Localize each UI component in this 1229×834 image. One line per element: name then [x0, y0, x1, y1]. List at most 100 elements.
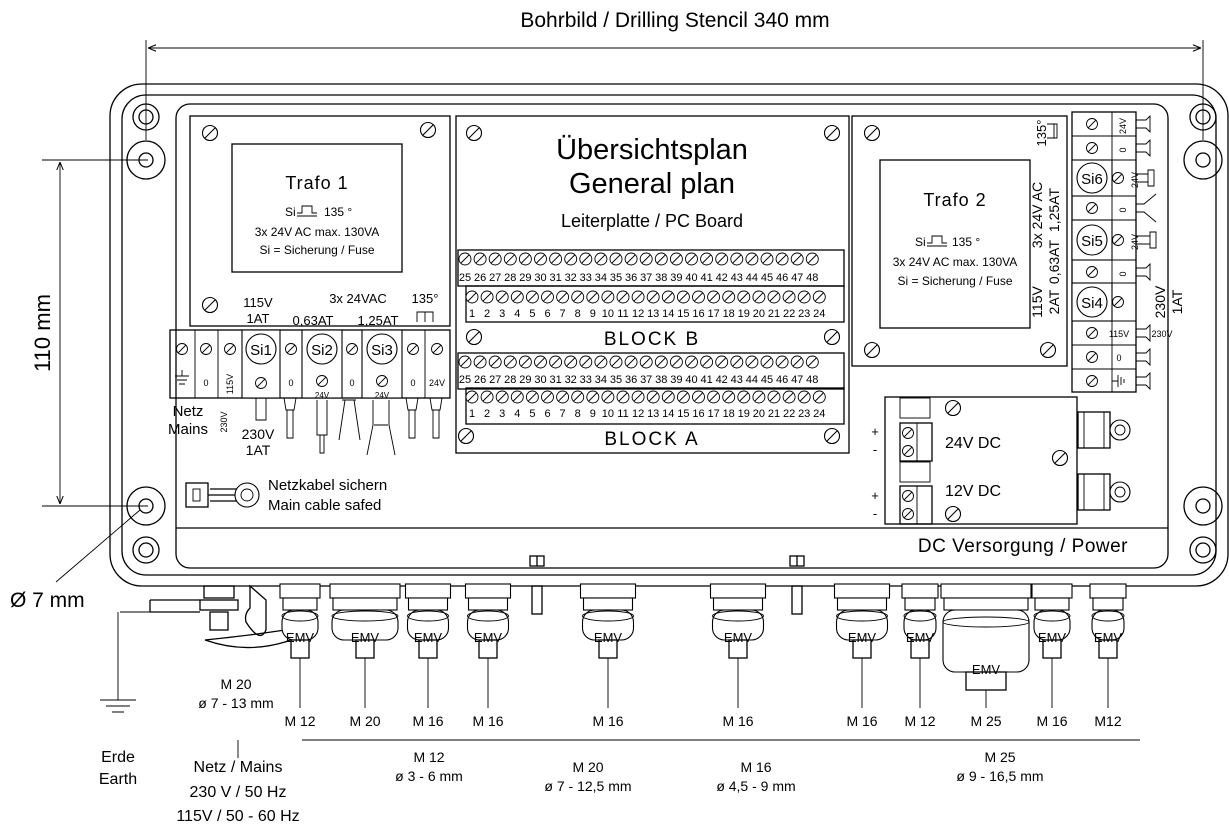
terminal-screw-icon — [624, 252, 638, 266]
dc-module-24v — [899, 397, 933, 462]
terminal-screw-icon — [707, 390, 721, 404]
terminal-number: 25 — [459, 272, 471, 284]
terminal-screw-icon — [586, 290, 600, 304]
screw-icon — [201, 296, 219, 314]
terminal-screw-icon — [556, 390, 570, 404]
enclosure-outer — [109, 83, 1229, 587]
terminal-number: 9 — [590, 308, 596, 320]
terminal-label-0: 0 — [410, 378, 415, 388]
fuse-label-si3: Si3 — [371, 342, 393, 359]
legend-earth: Earth — [99, 771, 137, 788]
terminal-number: 5 — [529, 408, 535, 420]
pcb-subtitle: Leiterplatte / PC Board — [561, 211, 743, 231]
dc-label-12v: 12V DC — [945, 483, 1001, 500]
earth-ground-icon — [100, 699, 136, 713]
terminal-number: 13 — [647, 408, 659, 420]
terminal-number: 47 — [791, 272, 803, 284]
fuse-si6 — [1071, 159, 1113, 197]
mains-gland-range: ø 7 - 13 mm — [198, 695, 273, 711]
emv-label: EMV — [906, 630, 935, 645]
terminal-screw-icon — [676, 390, 690, 404]
terminal-screw-icon — [601, 390, 615, 404]
gland-size-label: M12 — [1094, 713, 1121, 729]
trafo1-rating: 3x 24V AC max. 130VA — [255, 225, 380, 239]
terminal-screw-icon — [646, 290, 660, 304]
screw-icon — [465, 328, 483, 346]
terminal-screw-icon — [1112, 296, 1124, 308]
terminal-screw-icon — [790, 252, 804, 266]
mounting-stud-icon — [529, 555, 545, 615]
ground-icon — [1112, 375, 1125, 387]
terminal-number: 16 — [692, 308, 704, 320]
terminal-number: 18 — [723, 408, 735, 420]
terminal-number: 27 — [489, 374, 501, 386]
terminal-screw-icon — [775, 252, 789, 266]
terminal-screw-icon — [465, 290, 479, 304]
label-1at-bottom: 1AT — [246, 442, 271, 458]
terminal-screw-icon — [646, 390, 660, 404]
terminal-screw-icon — [745, 252, 759, 266]
label-125at: 1,25AT — [358, 313, 399, 328]
terminal-number: 37 — [640, 272, 652, 284]
emv-label: EMV — [724, 630, 753, 645]
terminal-label-0: 0 — [1118, 147, 1128, 152]
terminal-number: 17 — [707, 308, 719, 320]
cable-clamp-icon — [185, 482, 260, 508]
terminal-number: 19 — [738, 408, 750, 420]
legend-m12-range: ø 3 - 6 mm — [395, 768, 463, 784]
terminal-number: 47 — [791, 374, 803, 386]
terminal-number: 13 — [647, 308, 659, 320]
terminal-label-24v: 24V — [315, 391, 330, 400]
terminal-screw-icon — [812, 390, 826, 404]
dc-24v-minus: - — [873, 442, 877, 457]
gland-size-label: M 12 — [284, 713, 315, 729]
terminal-screw-icon — [480, 390, 494, 404]
terminal-label-24v: 24V — [1130, 172, 1140, 188]
terminal-number: 16 — [692, 408, 704, 420]
terminal-label-0: 0 — [1116, 353, 1121, 363]
terminal-number: 32 — [565, 374, 577, 386]
terminal-number: 20 — [753, 408, 765, 420]
terminal-screw-icon — [534, 252, 547, 266]
terminal-number: 5 — [529, 308, 535, 320]
terminal-screw-icon — [549, 252, 563, 266]
thermal-fuse-icon — [297, 205, 317, 217]
trafo2-box — [879, 159, 1031, 329]
terminal-number: 36 — [625, 374, 637, 386]
terminal-label-0: 0 — [288, 378, 293, 388]
legend-115v: 115V / 50 - 60 Hz — [176, 808, 299, 825]
fuse-label-si6: Si6 — [1081, 171, 1103, 188]
terminal-screw-icon — [676, 290, 690, 304]
terminal-screw-icon — [586, 390, 600, 404]
terminal-number: 14 — [662, 308, 674, 320]
label-230v-vertical: 230V — [219, 411, 229, 432]
pcb-title-de: Übersichtsplan — [556, 134, 748, 166]
terminal-screw-icon — [797, 290, 811, 304]
fuse-si1 — [241, 329, 281, 399]
terminal-number: 44 — [746, 374, 758, 386]
terminal-number: 46 — [776, 272, 788, 284]
terminal-screw-icon — [200, 343, 212, 355]
terminal-screw-icon — [1086, 266, 1098, 278]
terminal-number: 19 — [738, 308, 750, 320]
terminal-screw-icon — [458, 252, 472, 266]
right-label-1at: 1AT — [1169, 289, 1185, 314]
terminal-screw-icon — [571, 290, 585, 304]
terminal-screw-icon — [631, 290, 645, 304]
fuse-si2 — [301, 329, 343, 399]
terminal-number: 25 — [459, 374, 471, 386]
terminal-number: 8 — [575, 308, 581, 320]
terminal-screw-icon — [488, 252, 502, 266]
terminal-number: 40 — [685, 374, 697, 386]
terminal-screw-icon — [571, 390, 585, 404]
height-dimension-label: 110 mm — [30, 294, 55, 372]
terminal-number: 38 — [655, 272, 667, 284]
emv-label: EMV — [286, 630, 315, 645]
terminal-screw-icon — [737, 390, 751, 404]
terminal-screw-icon — [760, 355, 774, 369]
terminal-number: 27 — [489, 272, 501, 284]
connector-pins — [1136, 114, 1157, 391]
terminal-screw-icon — [752, 390, 766, 404]
